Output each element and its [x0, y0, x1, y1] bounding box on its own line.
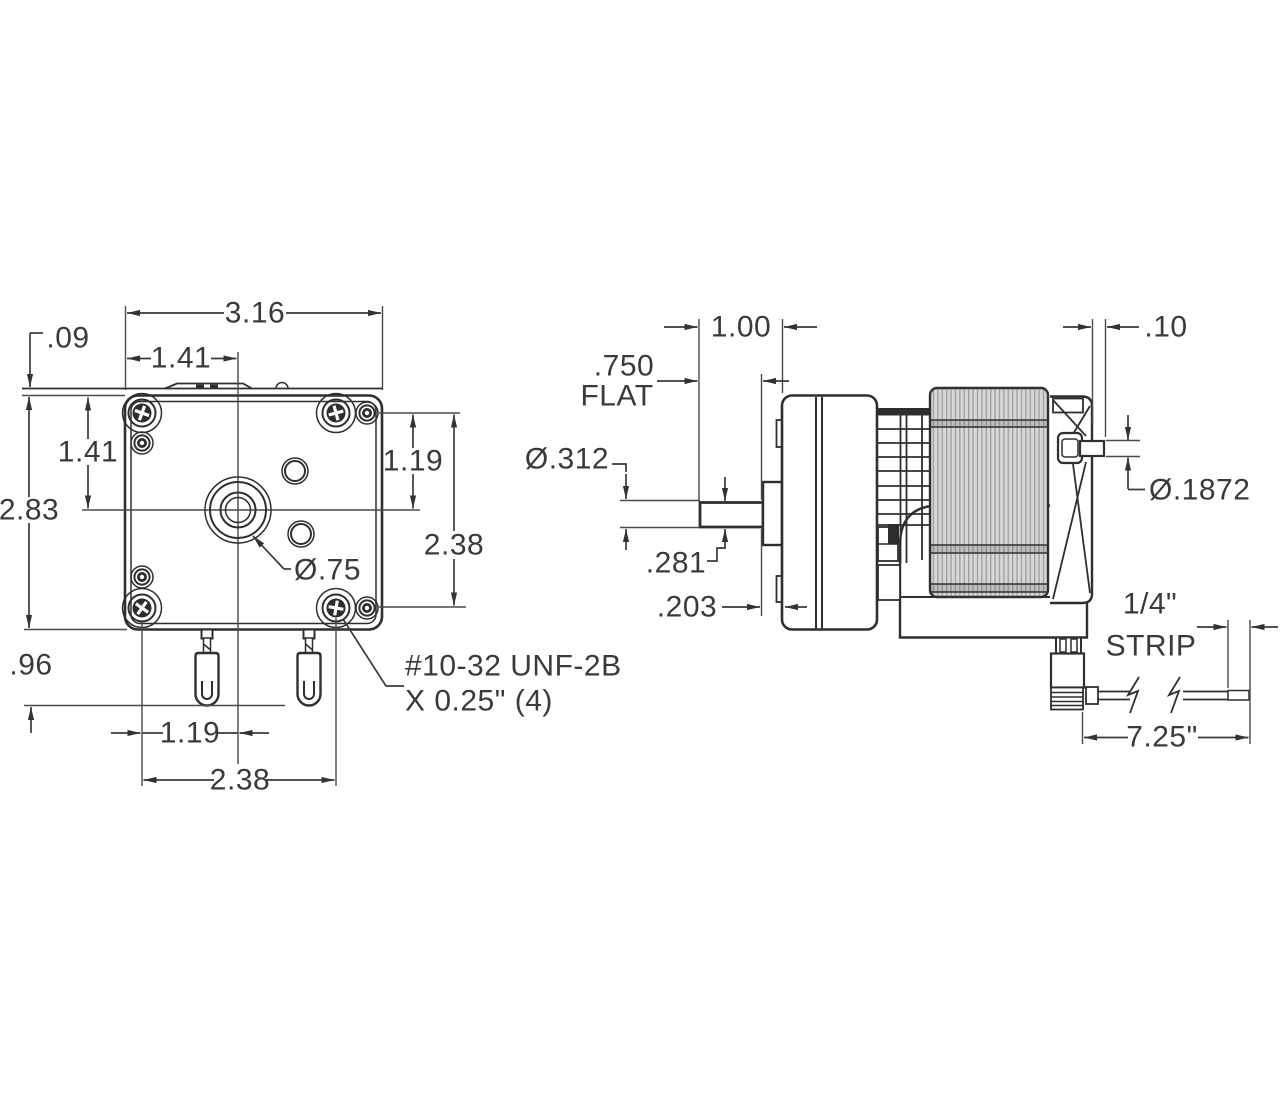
- motor-end-bracket: [1050, 395, 1106, 605]
- note-screw-spec-line1: #10-32 UNF-2B: [405, 650, 622, 683]
- wire-break-symbol: [1166, 676, 1181, 714]
- dim-shaft-length-label: 1.00: [711, 311, 771, 344]
- spade-terminal: [194, 628, 220, 707]
- rear-shaft-stub: [1078, 439, 1106, 458]
- side-extension-lines: [620, 319, 1251, 744]
- side-dimensions: 1.00 .750 FLAT Ø.312 .281 .203 .10: [525, 311, 1278, 754]
- coil-bobbin-bands: [931, 419, 1047, 593]
- motor-stator: [928, 386, 1050, 599]
- note-screw-spec-line2: X 0.25" (4): [405, 685, 553, 718]
- stripped-wire-end: [1227, 689, 1250, 701]
- gear-train-section: [877, 408, 941, 601]
- dim-center-offset-h-label: 1.41: [151, 342, 211, 375]
- front-mounting-plate-edge: [22, 381, 382, 397]
- dim-overall-width-label: 3.16: [225, 297, 285, 330]
- front-view: 3.16 1.41 .09 2.83 .96 1.41 1.19: [0, 297, 622, 797]
- dim-lead-length-label: 7.25": [1126, 721, 1198, 754]
- dim-hole-to-center-label: 1.19: [383, 445, 443, 478]
- dim-rear-shaft-extension-label: .10: [1144, 311, 1187, 344]
- mounting-screw: [315, 392, 357, 434]
- spade-terminal: [296, 628, 322, 707]
- wire-break-symbol: [1125, 676, 1140, 714]
- dim-across-flat-label: .281: [646, 547, 706, 580]
- note-strip-line2: STRIP: [1106, 630, 1197, 663]
- spade-terminals: [194, 628, 322, 707]
- dim-terminal-to-center-label: 1.19: [160, 717, 220, 750]
- dim-hub-length-label: .203: [657, 591, 717, 624]
- output-shaft-boss: [204, 476, 272, 544]
- dim-flat-length-label: .750: [594, 350, 654, 383]
- dim-center-offset-v-label: 1.41: [58, 436, 118, 469]
- front-gearbox-outline: [123, 394, 384, 631]
- cover-screw: [355, 401, 379, 425]
- front-cover-screws: [130, 401, 379, 620]
- terminal-connector: [1049, 636, 1086, 711]
- dim-hole-spacing-h-label: 2.38: [210, 764, 270, 797]
- dim-boss-diameter-label: Ø.75: [294, 554, 361, 587]
- side-gearbox: [780, 394, 879, 631]
- mounting-screw: [121, 392, 163, 434]
- front-extension-lines: [24, 306, 466, 786]
- power-lead-wire: [1085, 676, 1250, 714]
- dim-shaft-diameter-label: Ø.312: [525, 443, 609, 476]
- cover-screw: [130, 565, 154, 589]
- dim-terminal-length-label: .96: [9, 649, 52, 682]
- cover-screw: [355, 596, 379, 620]
- dim-flat-word-label: FLAT: [580, 380, 653, 413]
- side-output-shaft: [698, 480, 784, 547]
- gear-cover-holes: [281, 457, 315, 548]
- note-strip-line1: 1/4": [1123, 588, 1177, 621]
- dim-rear-shaft-diameter-label: Ø.1872: [1149, 474, 1250, 507]
- dim-overall-height-label: 2.83: [0, 494, 59, 527]
- side-view: 1.00 .750 FLAT Ø.312 .281 .203 .10: [525, 311, 1278, 754]
- dim-hole-spacing-v-label: 2.38: [424, 529, 484, 562]
- cover-screw: [130, 431, 154, 455]
- front-dimensions: 3.16 1.41 .09 2.83 .96 1.41 1.19: [0, 297, 622, 797]
- dim-plate-thickness-label: .09: [46, 322, 89, 355]
